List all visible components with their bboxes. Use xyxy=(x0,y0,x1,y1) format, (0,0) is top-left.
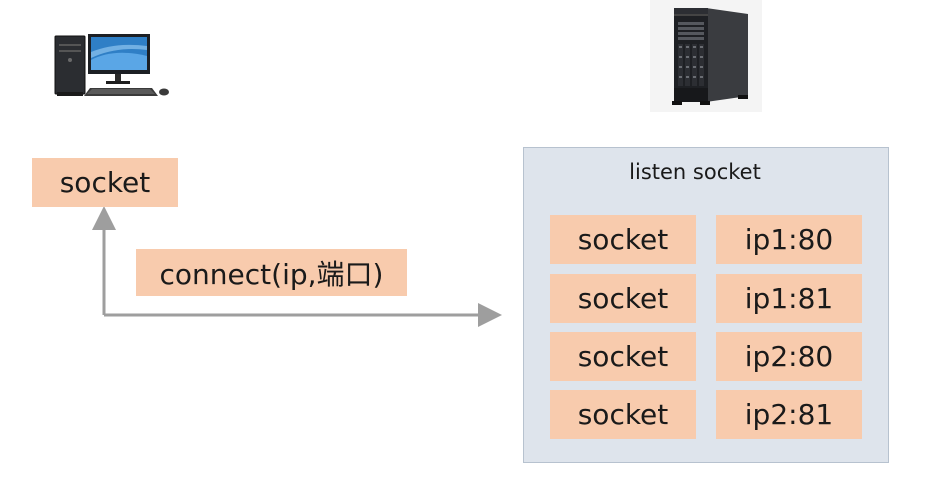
server-socket-cell: socket xyxy=(550,215,696,264)
listen-socket-panel: listen socket socket ip1:80 socket ip1:8… xyxy=(523,147,889,463)
server-socket-cell: socket xyxy=(550,390,696,439)
server-address-cell: ip1:80 xyxy=(716,215,862,264)
server-address-cell: ip2:81 xyxy=(716,390,862,439)
listen-socket-title: listen socket xyxy=(629,160,761,184)
connect-call-label: connect(ip,端口) xyxy=(136,249,407,296)
server-socket-cell: socket xyxy=(550,274,696,323)
server-address-cell: ip2:80 xyxy=(716,332,862,381)
desktop-computer-icon xyxy=(54,34,169,96)
server-socket-cell: socket xyxy=(550,332,696,381)
server-address-cell: ip1:81 xyxy=(716,274,862,323)
client-socket-box: socket xyxy=(32,158,178,207)
server-tower-icon xyxy=(650,0,762,112)
